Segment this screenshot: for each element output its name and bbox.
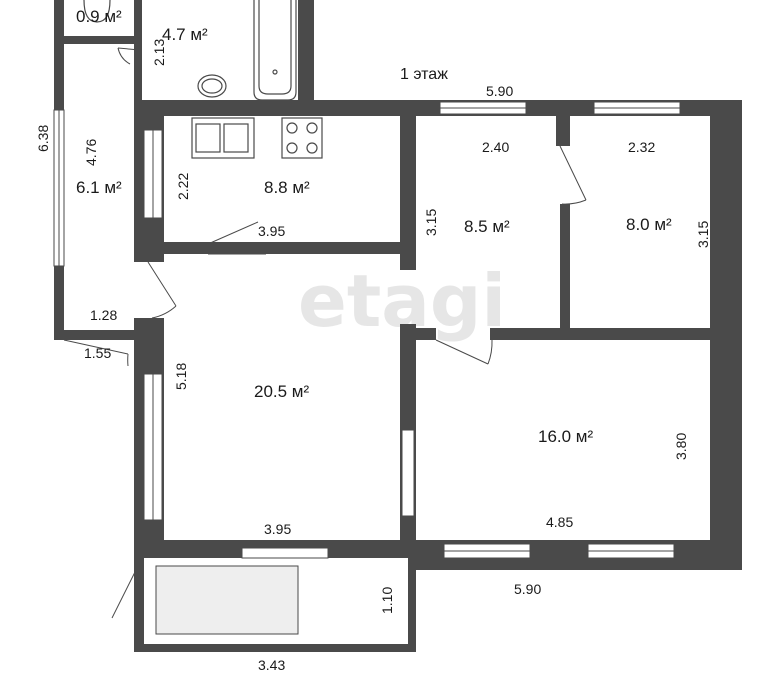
hallway-walls bbox=[53, 40, 138, 367]
kitchen-door bbox=[207, 221, 266, 255]
room-area-br1: 8.5 м² bbox=[464, 217, 510, 236]
bathtub-inner bbox=[258, 0, 292, 95]
dim-hall-w2: 1.55 bbox=[84, 345, 111, 361]
main-walls bbox=[134, 100, 742, 570]
room-area-hall: 6.1 м² bbox=[76, 178, 122, 197]
dim-bottom-total: 5.90 bbox=[514, 581, 541, 597]
dim-hall-w1: 1.28 bbox=[90, 307, 117, 323]
dim-balcony-h: 1.10 bbox=[379, 587, 395, 614]
dim-bath-height: 2.13 bbox=[151, 39, 167, 66]
front-door bbox=[63, 339, 129, 367]
dim-br1-h: 3.15 bbox=[423, 209, 439, 236]
dim-kitchen-w: 3.95 bbox=[258, 223, 285, 239]
dim-top-total: 5.90 bbox=[486, 83, 513, 99]
floor-label: 1 этаж bbox=[400, 66, 448, 83]
room-area-wc: 0.9 м² bbox=[76, 7, 122, 26]
room-area-kitchen: 8.8 м² bbox=[264, 178, 310, 197]
dim-br2-h: 3.15 bbox=[695, 221, 711, 248]
room-area-r16: 16.0 м² bbox=[538, 427, 593, 446]
br2-door bbox=[559, 145, 587, 205]
balcony bbox=[111, 558, 416, 652]
dim-br2-w: 2.32 bbox=[628, 139, 655, 155]
dim-hall-inner: 4.76 bbox=[83, 139, 99, 166]
dim-kitchen-h: 2.22 bbox=[175, 173, 191, 200]
dim-living-h: 5.18 bbox=[173, 363, 189, 390]
dim-hall-outer: 6.38 bbox=[35, 125, 51, 152]
kitchen-fixtures bbox=[191, 117, 323, 255]
balcony-door-window bbox=[241, 547, 329, 559]
balcony-door bbox=[111, 565, 139, 619]
room-area-br2: 8.0 м² bbox=[626, 215, 672, 234]
stove bbox=[281, 117, 323, 159]
dim-r16-w: 4.85 bbox=[546, 514, 573, 530]
dim-balcony-w: 3.43 bbox=[258, 657, 285, 673]
room-area-living: 20.5 м² bbox=[254, 382, 309, 401]
room-area-bath: 4.7 м² bbox=[162, 25, 208, 44]
toilet bbox=[83, 0, 111, 23]
balcony-cabinet bbox=[155, 565, 299, 635]
wc-door bbox=[117, 47, 141, 65]
dim-br1-w: 2.40 bbox=[482, 139, 509, 155]
living-inner-window bbox=[401, 429, 415, 517]
wc-bath-block bbox=[54, 0, 314, 104]
living-door bbox=[147, 261, 177, 319]
dim-living-w: 3.95 bbox=[264, 521, 291, 537]
br1-door bbox=[435, 339, 493, 365]
dim-r16-h: 3.80 bbox=[673, 433, 689, 460]
